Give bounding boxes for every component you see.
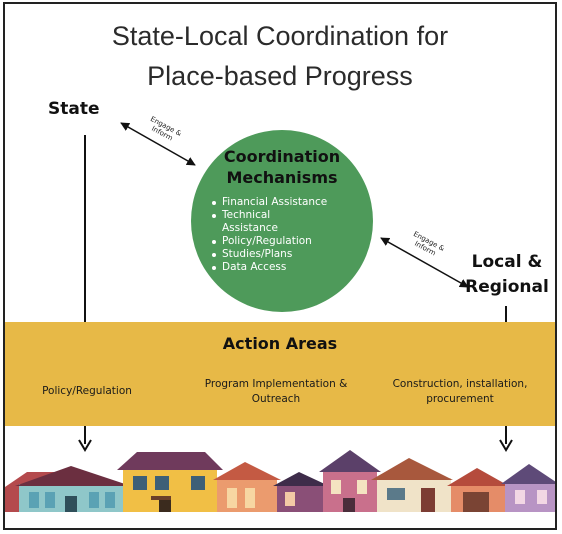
action-area-program: Program Implementation & Outreach — [204, 378, 348, 405]
down-arrowhead-right — [499, 439, 513, 452]
diagram-frame: State-Local Coordination for Place-based… — [3, 2, 557, 530]
local-label-line-1: Local & — [471, 252, 543, 272]
engage-arrow-right — [380, 237, 469, 288]
engage-arrows — [120, 122, 469, 288]
action-area-policy: Policy/Regulation — [42, 385, 132, 397]
local-down-line — [505, 426, 507, 444]
mechanisms-title: Coordination Mechanisms — [223, 147, 341, 187]
action-area-construction: Construction, installation, procurement — [392, 378, 528, 405]
state-label: State — [48, 99, 100, 119]
mechanisms-list: Financial Assistance Technical Assistanc… — [211, 196, 371, 274]
diagram-title: State-Local Coordination for Place-based… — [5, 16, 555, 96]
action-areas-band: Action Areas Policy/Regulation Program I… — [5, 322, 555, 426]
title-line-2: Place-based Progress — [147, 61, 413, 91]
mechanism-item: Data Access — [211, 261, 371, 274]
houses-illustration — [5, 439, 555, 512]
down-arrowhead-left — [78, 439, 92, 452]
mechanism-item: Studies/Plans — [211, 248, 371, 261]
local-regional-label: Local & Regional — [462, 250, 552, 300]
action-areas-title: Action Areas — [222, 334, 338, 353]
local-line — [505, 306, 507, 322]
local-label-line-2: Regional — [465, 277, 549, 297]
title-line-1: State-Local Coordination for — [111, 21, 449, 51]
coordination-mechanisms-circle: Coordination Mechanisms Financial Assist… — [191, 130, 373, 312]
engage-arrow-left — [120, 122, 196, 166]
state-down-line — [84, 426, 86, 444]
mechanism-item: Technical Assistance — [211, 209, 302, 235]
mechanism-item: Financial Assistance — [211, 196, 371, 209]
mechanism-item: Policy/Regulation — [211, 235, 371, 248]
state-line — [84, 135, 86, 323]
